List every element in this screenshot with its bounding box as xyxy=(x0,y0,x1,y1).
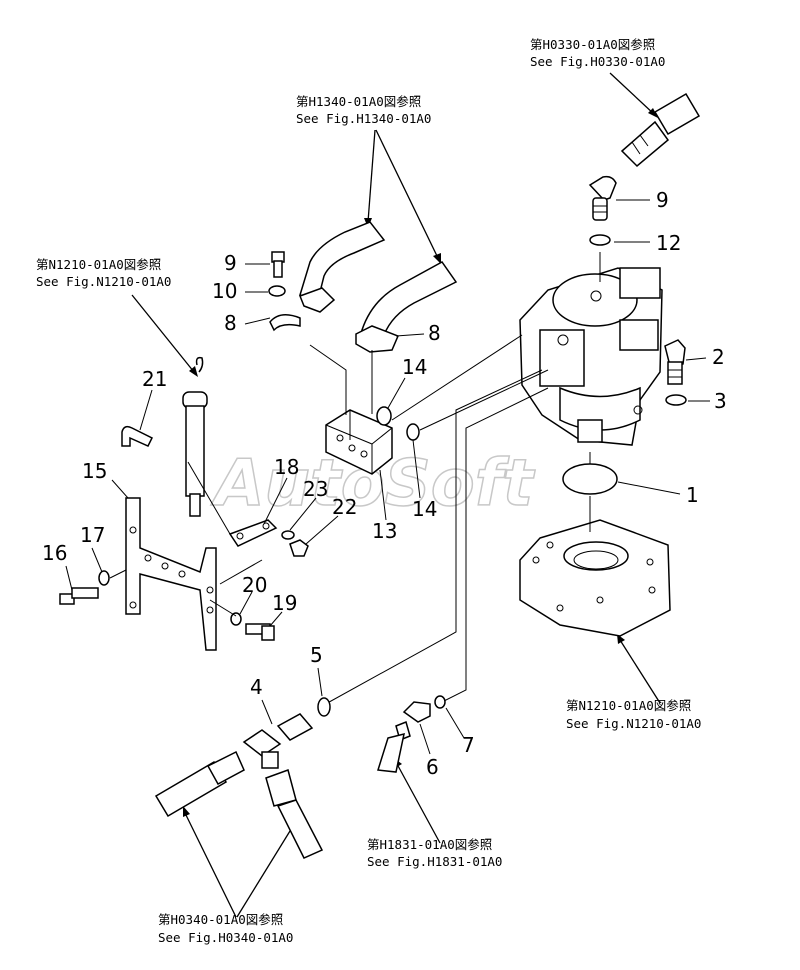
callout-10: 10 xyxy=(212,279,237,303)
callout-13: 13 xyxy=(372,519,397,543)
reference-h1831-jp: 第H1831-01A0図参照 xyxy=(367,837,492,852)
hose-h0340-left xyxy=(154,750,245,818)
washer-23 xyxy=(281,530,295,540)
reference-h0340-en: See Fig.H0340-01A0 xyxy=(158,930,293,945)
clamp-8-right xyxy=(355,325,399,353)
plate-18 xyxy=(228,519,278,547)
callout-15: 15 xyxy=(82,459,107,483)
reference-n1210-right-en: See Fig.N1210-01A0 xyxy=(566,716,701,731)
flange-upper xyxy=(299,287,336,313)
reference-n1210-left-en: See Fig.N1210-01A0 xyxy=(36,274,171,289)
reference-h1831-en: See Fig.H1831-01A0 xyxy=(367,854,502,869)
callout-14-lower: 14 xyxy=(412,497,437,521)
hose-h1340-left xyxy=(299,221,386,301)
callout-16: 16 xyxy=(42,541,67,565)
bolt-16 xyxy=(59,587,99,605)
callout-5: 5 xyxy=(310,643,323,667)
hose-h1340-right xyxy=(361,261,458,336)
reference-n1210-right: 第N1210-01A0図参照 See Fig.N1210-01A0 xyxy=(566,698,701,731)
bolt-19 xyxy=(245,623,275,641)
reference-n1210-left: 第N1210-01A0図参照 See Fig.N1210-01A0 xyxy=(36,257,171,289)
callout-11: 9 xyxy=(656,188,669,212)
callout-6: 6 xyxy=(426,755,439,779)
callout-numbers: 9 12 2 3 1 9 10 8 8 14 14 13 21 15 17 16… xyxy=(42,188,727,779)
reference-h1340-jp: 第H1340-01A0図参照 xyxy=(296,94,421,109)
reference-h0330: 第H0330-01A0図参照 See Fig.H0330-01A0 xyxy=(530,37,665,69)
bolt-2 xyxy=(664,339,686,385)
hose-h0340-right xyxy=(265,769,324,859)
callout-2: 2 xyxy=(712,345,725,369)
washer-3 xyxy=(665,394,687,406)
nut-22 xyxy=(289,539,309,557)
hose-h1831 xyxy=(377,732,405,773)
o-ring-5 xyxy=(317,697,331,717)
washer-20 xyxy=(230,612,242,626)
hose-top-right xyxy=(620,92,701,168)
reference-h1831: 第H1831-01A0図参照 See Fig.H1831-01A0 xyxy=(367,837,502,869)
callout-8-left: 8 xyxy=(224,311,237,335)
clamp-8-left xyxy=(269,314,301,332)
reference-n1210-left-jp: 第N1210-01A0図参照 xyxy=(36,257,161,272)
elbow-fitting-11 xyxy=(588,175,617,221)
reference-h1340: 第H1340-01A0図参照 See Fig.H1340-01A0 xyxy=(296,94,431,126)
machinery-housing xyxy=(519,519,671,637)
cylinder-21 xyxy=(182,356,208,517)
callout-4: 4 xyxy=(250,675,263,699)
callout-8-right: 8 xyxy=(428,321,441,345)
callout-7: 7 xyxy=(462,733,475,757)
callout-17: 17 xyxy=(80,523,105,547)
u-bolt-21 xyxy=(121,425,154,447)
reference-n1210-right-jp: 第N1210-01A0図参照 xyxy=(566,698,691,713)
swing-motor xyxy=(519,267,663,446)
o-ring-14-upper xyxy=(376,406,392,426)
callout-20: 20 xyxy=(242,573,267,597)
reference-h0330-en: See Fig.H0330-01A0 xyxy=(530,54,665,69)
o-ring-1 xyxy=(562,463,618,495)
callout-leaders xyxy=(65,199,710,755)
o-ring-14-lower xyxy=(406,423,420,441)
bolt-9 xyxy=(271,251,285,278)
connection-lines xyxy=(109,252,601,707)
callout-1: 1 xyxy=(686,483,699,507)
o-ring-12 xyxy=(589,234,611,246)
valve-block-13 xyxy=(325,409,393,475)
reference-h0340: 第H0340-01A0図参照 See Fig.H0340-01A0 xyxy=(158,912,293,945)
washer-10 xyxy=(268,285,286,297)
bracket-15 xyxy=(125,497,217,651)
callout-19: 19 xyxy=(272,591,297,615)
callout-21: 21 xyxy=(142,367,167,391)
callout-23: 23 xyxy=(303,477,328,501)
callout-22: 22 xyxy=(332,495,357,519)
reference-h0340-jp: 第H0340-01A0図参照 xyxy=(158,912,283,927)
callout-9: 9 xyxy=(224,251,237,275)
washer-17 xyxy=(98,570,110,586)
tee-fitting-4 xyxy=(242,713,314,769)
reference-h1340-en: See Fig.H1340-01A0 xyxy=(296,111,431,126)
reference-h0330-jp: 第H0330-01A0図参照 xyxy=(530,37,655,52)
callout-3: 3 xyxy=(714,389,727,413)
callout-12: 12 xyxy=(656,231,681,255)
o-ring-7 xyxy=(434,695,446,709)
callout-18: 18 xyxy=(274,455,299,479)
callout-14-upper: 14 xyxy=(402,355,427,379)
